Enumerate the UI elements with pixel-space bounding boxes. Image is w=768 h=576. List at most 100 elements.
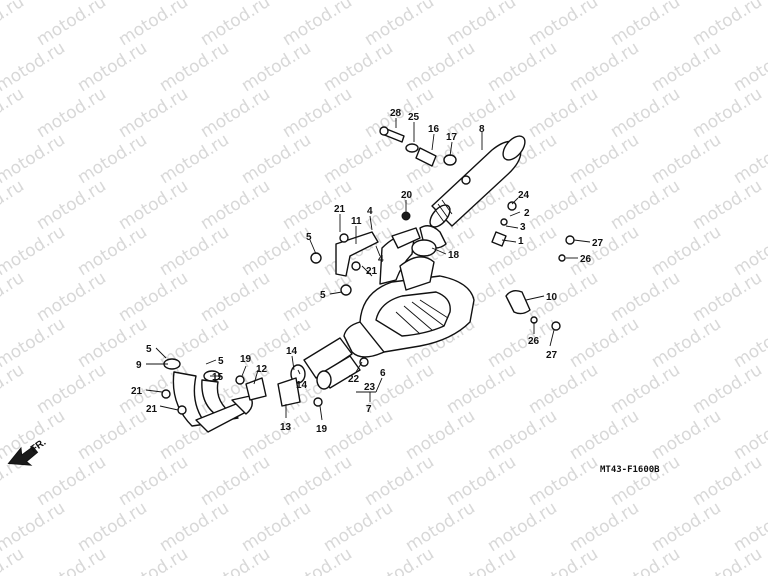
- watermark-text: motod.ru: [156, 498, 233, 556]
- watermark-text: motod.ru: [74, 38, 151, 96]
- callout-label: 24: [518, 190, 530, 201]
- watermark-text: motod.ru: [525, 452, 602, 510]
- watermark-text: motod.ru: [648, 222, 725, 280]
- watermark-text: motod.ru: [443, 452, 520, 510]
- watermark-text: motod.ru: [74, 222, 151, 280]
- watermark-text: motod.ru: [607, 452, 684, 510]
- muffler-clamp: [491, 201, 575, 331]
- watermark-text: motod.ru: [689, 360, 766, 418]
- mounting-bolt-set: [379, 126, 457, 167]
- muffler: [419, 135, 526, 249]
- watermark-text: motod.ru: [279, 0, 356, 50]
- leader-lines: [145, 118, 591, 421]
- callout-label: 27: [546, 350, 558, 361]
- exhaust-pipes: [161, 358, 253, 433]
- callout-label: 5: [320, 290, 326, 301]
- callout-label: 21: [334, 204, 346, 215]
- watermark-text: motod.ru: [0, 268, 28, 326]
- watermark-text: motod.ru: [320, 498, 397, 556]
- watermark-text: motod.ru: [566, 38, 643, 96]
- watermark-text: motod.ru: [566, 498, 643, 556]
- watermark-text: motod.ru: [607, 84, 684, 142]
- watermark-text: motod.ru: [689, 176, 766, 234]
- watermark-text: motod.ru: [320, 406, 397, 464]
- callout-label: 19: [240, 354, 252, 365]
- watermark-text: motod.ru: [689, 452, 766, 510]
- callout-label: 23: [364, 382, 376, 393]
- watermark-text: motod.ru: [648, 130, 725, 188]
- callout-label: 25: [408, 112, 420, 123]
- watermark-text: motod.ru: [115, 544, 192, 576]
- watermark-text: motod.ru: [33, 176, 110, 234]
- callout-label: 21: [366, 266, 378, 277]
- callout-label: 16: [428, 124, 440, 135]
- watermark-text: motod.ru: [74, 498, 151, 556]
- watermark-text: motod.ru: [320, 38, 397, 96]
- callout-label: 17: [446, 132, 458, 143]
- watermark-text: motod.ru: [74, 406, 151, 464]
- watermark-text: motod.ru: [0, 0, 28, 50]
- callout-label: 21: [131, 386, 143, 397]
- watermark-text: motod.ru: [525, 360, 602, 418]
- watermark-text: motod.ru: [197, 176, 274, 234]
- callout-label: 12: [256, 364, 268, 375]
- watermark-text: motod.ru: [402, 498, 479, 556]
- exhaust-chamber: [343, 211, 475, 358]
- callout-label: 11: [351, 216, 362, 227]
- exhaust-stay: [310, 231, 379, 296]
- callout-label: 15: [212, 372, 224, 383]
- watermark-text: motod.ru: [361, 452, 438, 510]
- watermark-text: motod.ru: [484, 38, 561, 96]
- watermark-text: motod.ru: [484, 498, 561, 556]
- watermark-text: motod.ru: [279, 84, 356, 142]
- watermark-text: motod.ru: [238, 38, 315, 96]
- callout-label: 28: [390, 108, 402, 119]
- watermark-text: motod.ru: [238, 222, 315, 280]
- callout-label: 10: [546, 292, 558, 303]
- callout-label: 6: [380, 368, 386, 379]
- callout-label: 2: [524, 208, 530, 219]
- watermark-text: motod.ru: [648, 314, 725, 372]
- watermark-text: motod.ru: [443, 360, 520, 418]
- watermark-text: motod.ru: [74, 130, 151, 188]
- watermark-text: motod.ru: [238, 406, 315, 464]
- watermark-text: motod.ru: [361, 0, 438, 50]
- watermark-text: motod.ru: [484, 406, 561, 464]
- watermark-text: motod.ru: [238, 498, 315, 556]
- callout-label: 26: [580, 254, 592, 265]
- watermark-text: motod.ru: [525, 176, 602, 234]
- callout-label: 14: [286, 346, 298, 357]
- joint-pipes: [235, 337, 369, 407]
- watermark-text: motod.ru: [525, 0, 602, 50]
- watermark-text: motod.ru: [525, 84, 602, 142]
- watermark-text: motod.ru: [115, 0, 192, 50]
- watermark-text: motod.ru: [402, 38, 479, 96]
- diagram-code: MT43-F1600B: [600, 465, 660, 475]
- watermark-text: motod.ru: [156, 222, 233, 280]
- watermark-text: motod.ru: [33, 84, 110, 142]
- arrow-left-icon: [7, 446, 39, 466]
- watermark-text: motod.ru: [607, 544, 684, 576]
- watermark-text: motod.ru: [197, 84, 274, 142]
- watermark-text: motod.ru: [566, 314, 643, 372]
- callout-label: 5: [306, 232, 312, 243]
- watermark-text: motod.ru: [197, 268, 274, 326]
- watermark-text: motod.ru: [115, 176, 192, 234]
- watermark-text: motod.ru: [33, 452, 110, 510]
- watermark-text: motod.ru: [607, 0, 684, 50]
- watermark-text: motod.ru: [197, 544, 274, 576]
- watermark-text: motod.ru: [115, 452, 192, 510]
- callout-label: 22: [348, 374, 360, 385]
- callout-label: 3: [520, 222, 526, 233]
- watermark-text: motod.ru: [402, 406, 479, 464]
- callout-label: 5: [146, 344, 152, 355]
- callout-labels: 28 25 16 17 8 20 24 2 3 1 21 11 4 5 4 21…: [131, 108, 604, 435]
- watermark-text: motod.ru: [33, 0, 110, 50]
- watermark-text: motod.ru: [566, 406, 643, 464]
- callout-label: 8: [479, 124, 485, 135]
- callout-label: 1: [518, 236, 524, 247]
- watermark-text: motod.ru: [33, 360, 110, 418]
- watermark-text: motod.ru: [0, 360, 28, 418]
- callout-label: 5: [218, 356, 224, 367]
